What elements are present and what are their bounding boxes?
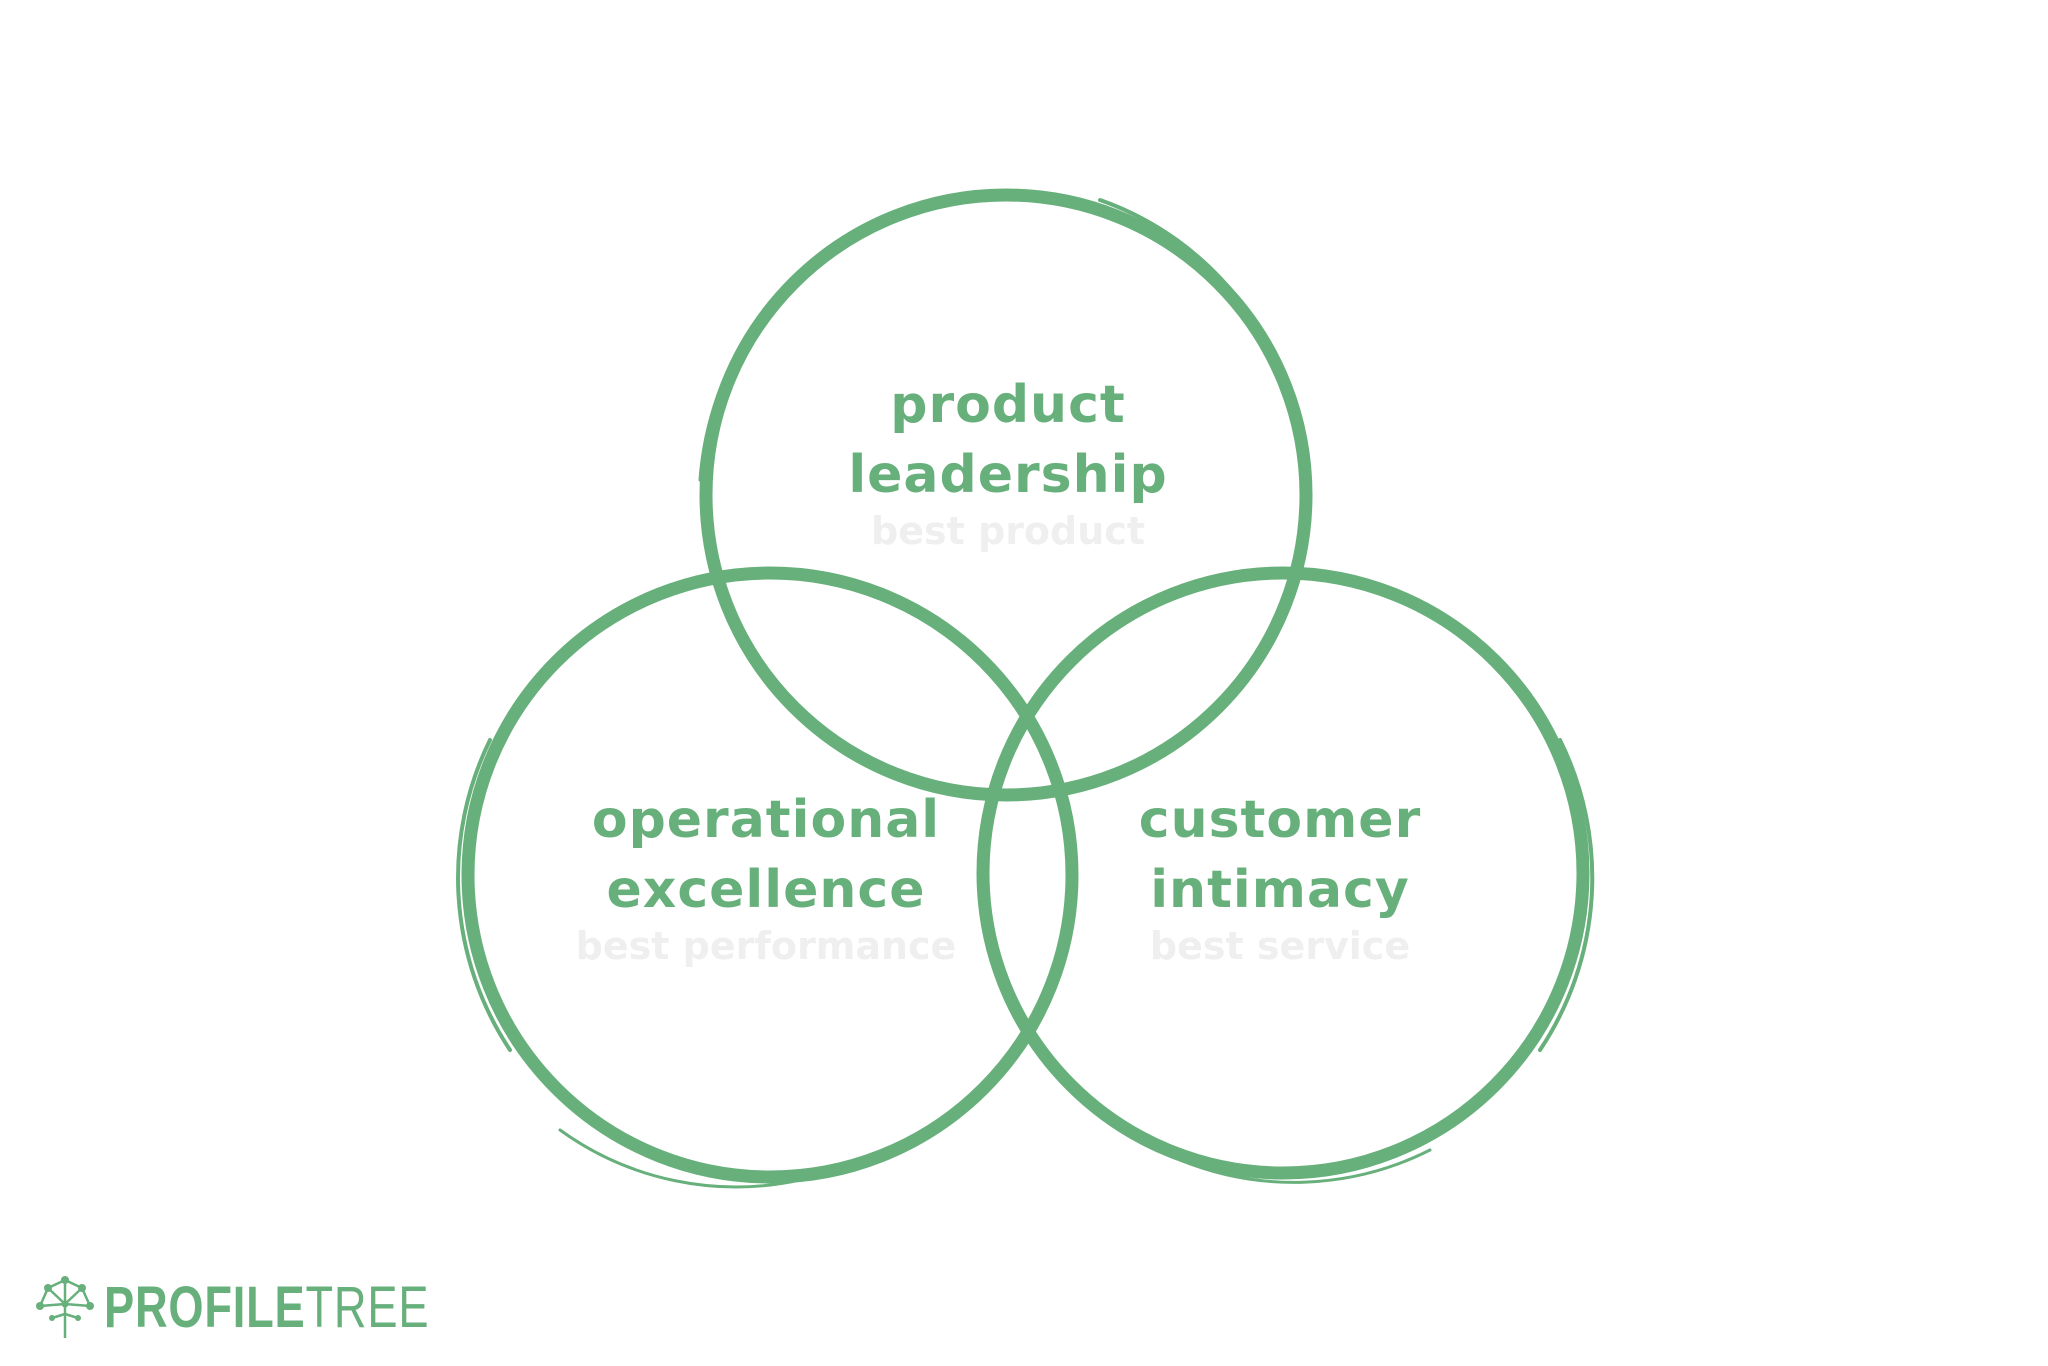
logo-wordmark: PROFILETREE	[104, 1274, 429, 1341]
tree-network-icon	[36, 1276, 94, 1338]
label-customer-intimacy: customer intimacy best service	[1020, 785, 1540, 969]
circle-product-leadership	[698, 188, 1313, 802]
circle-customer-intimacy	[976, 566, 1595, 1184]
circle-title: intimacy	[1150, 860, 1410, 920]
circle-title: leadership	[848, 445, 1168, 505]
circle-title: customer	[1138, 790, 1422, 850]
circle-title: operational	[591, 790, 941, 850]
logo-word-light: TREE	[305, 1274, 430, 1340]
logo-word-bold: PROFILE	[104, 1274, 306, 1340]
circle-operational-excellence	[456, 566, 1079, 1189]
circle-subtitle: best service	[1149, 924, 1411, 968]
label-operational-excellence: operational excellence best performance	[506, 785, 1026, 969]
circle-title: product	[890, 375, 1126, 435]
circle-subtitle: best product	[871, 509, 1145, 553]
profiletree-logo: PROFILETREE	[34, 1272, 521, 1342]
circle-title: excellence	[606, 860, 926, 920]
label-product-leadership: product leadership best product	[748, 370, 1268, 554]
circle-subtitle: best performance	[575, 924, 957, 968]
